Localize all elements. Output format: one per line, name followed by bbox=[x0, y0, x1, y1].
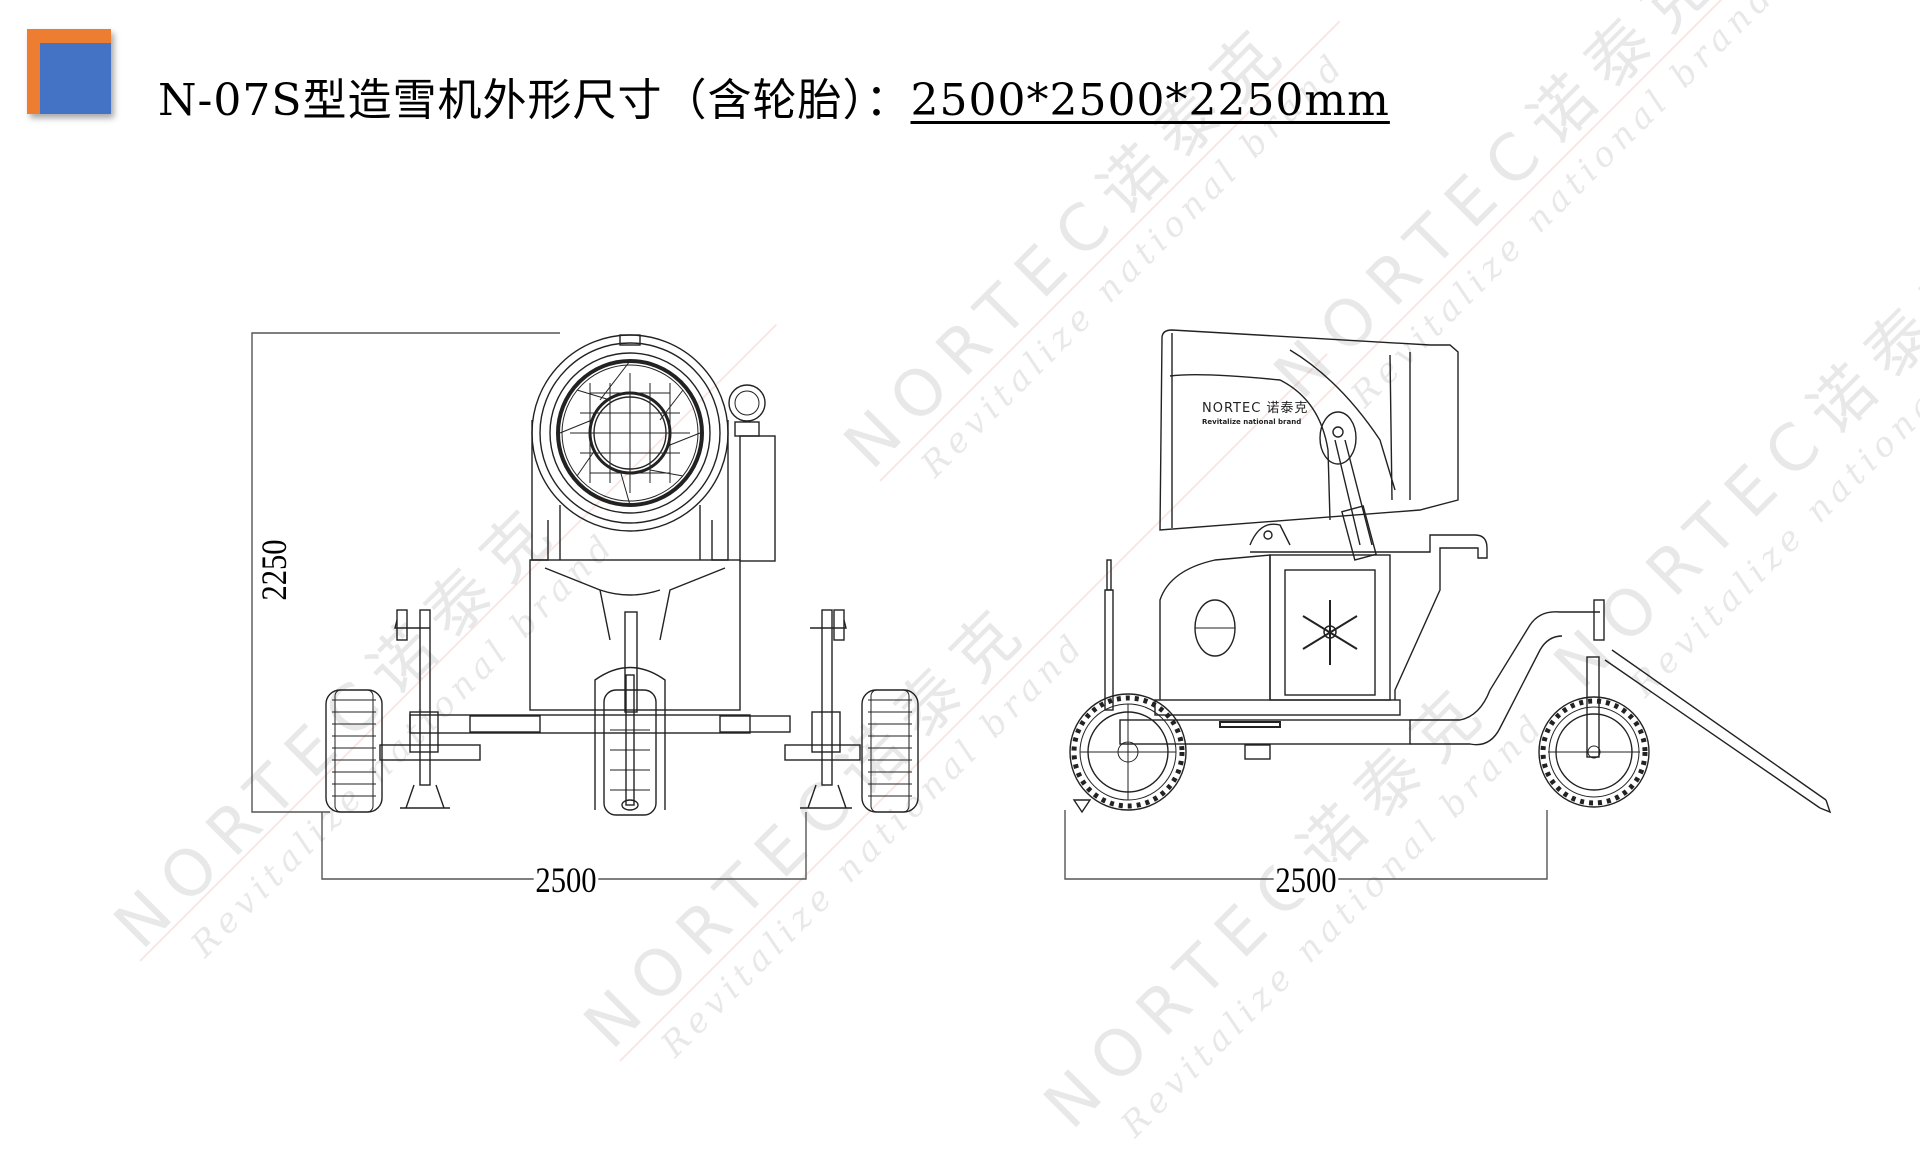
title-dimensions: 2500*2500*2250mm bbox=[910, 75, 1390, 126]
title-model-text: N-07S型造雪机外形尺寸（含轮胎）： bbox=[158, 75, 911, 126]
technical-drawings: NORTEC 诺泰克 Revitalize national brand bbox=[251, 329, 1832, 880]
front-height-dimension-label: 2250 bbox=[254, 539, 294, 601]
front-view-drawing bbox=[251, 332, 919, 880]
title-accent-square bbox=[27, 29, 111, 114]
side-view-drawing bbox=[1064, 329, 1832, 880]
housing-logo: NORTEC 诺泰克 Revitalize national brand bbox=[1202, 401, 1308, 426]
side-length-dimension-label: 2500 bbox=[1273, 860, 1339, 900]
page-title: N-07S型造雪机外形尺寸（含轮胎）：2500*2500*2250mm bbox=[158, 64, 1390, 128]
svg-text:Revitalize national brand: Revitalize national brand bbox=[1202, 418, 1301, 426]
svg-text:NORTEC 诺泰克: NORTEC 诺泰克 bbox=[1202, 401, 1308, 416]
front-width-dimension-label: 2500 bbox=[533, 860, 599, 900]
accent-blue bbox=[40, 43, 111, 114]
